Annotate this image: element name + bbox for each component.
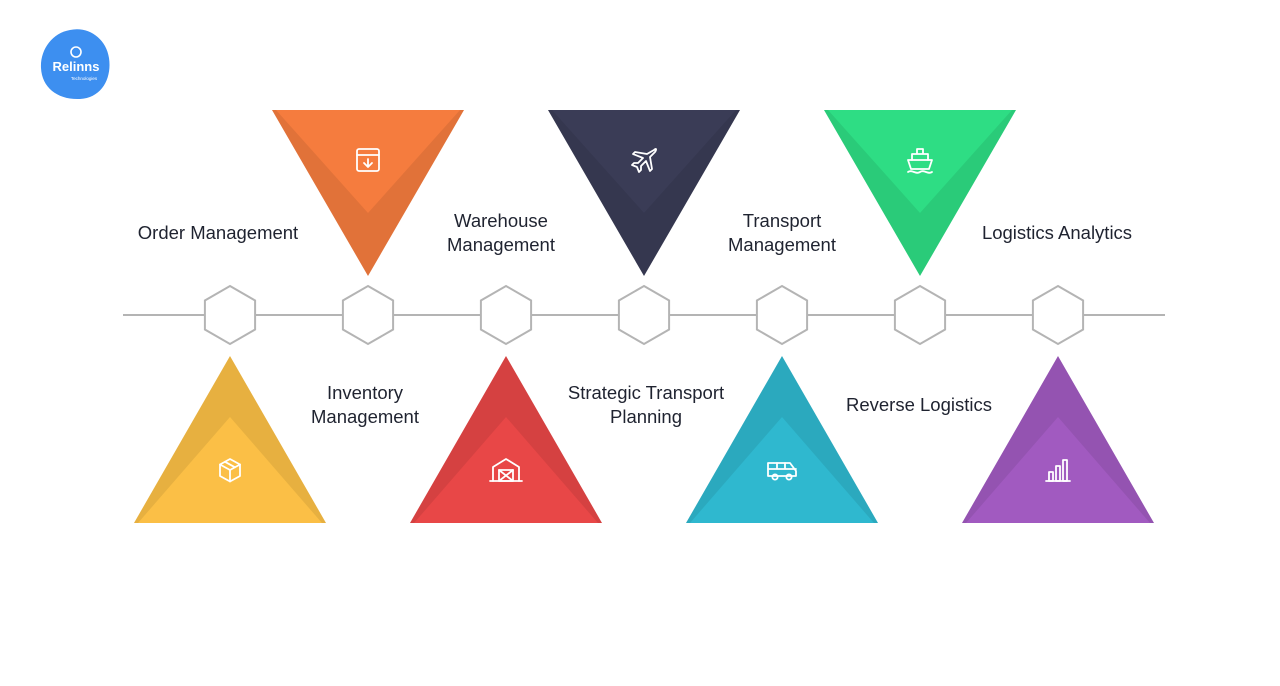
triangle-facet <box>552 110 736 213</box>
triangle-facet <box>966 417 1150 523</box>
node-strategic <box>548 110 740 346</box>
hexagon-node <box>479 284 533 346</box>
node-analytics <box>962 284 1154 523</box>
warehouse-icon <box>489 458 523 482</box>
triangle-facet <box>828 110 1012 213</box>
hexagon-node <box>755 284 809 346</box>
node-label-line: Inventory <box>326 382 404 403</box>
node-label-line: Order Management <box>137 222 299 243</box>
node-inventory <box>272 110 464 346</box>
triangle-facet <box>690 417 874 523</box>
hexagon-node <box>203 284 257 346</box>
node-label-line: Warehouse <box>454 210 548 231</box>
hexagon-node <box>617 284 671 346</box>
node-label-line: Planning <box>609 406 683 427</box>
bar-chart-icon <box>1045 459 1071 482</box>
node-order <box>134 284 326 523</box>
node-label-line: Transport <box>742 210 822 231</box>
ship-icon <box>907 148 933 174</box>
node-label-reverse: Reverse Logistics <box>846 393 992 417</box>
node-label-analytics: Logistics Analytics <box>982 221 1132 245</box>
logo-blob <box>40 29 110 100</box>
package-icon <box>219 458 241 483</box>
node-label-line: Logistics Analytics <box>981 222 1133 243</box>
node-label-line: Management <box>447 234 555 255</box>
logo-subtext: Technologies <box>71 76 98 81</box>
node-label-line: Reverse Logistics <box>845 394 993 415</box>
node-label-line: Strategic Transport <box>567 382 725 403</box>
brand-logo: Relinns Technologies <box>40 28 112 100</box>
node-transport <box>686 284 878 523</box>
node-label-line: Management <box>311 406 419 427</box>
hexagon-node <box>893 284 947 346</box>
node-warehouse <box>410 284 602 523</box>
logo-bulb-icon <box>70 46 82 58</box>
inbox-download-icon <box>356 148 380 172</box>
node-label-line: Management <box>728 234 836 255</box>
hexagon-node <box>341 284 395 346</box>
node-reverse <box>824 110 1016 346</box>
logo-text: Relinns <box>53 59 100 74</box>
van-icon <box>767 462 797 481</box>
node-label-order: Order Management <box>138 221 298 245</box>
airplane-icon <box>631 148 657 173</box>
hexagon-node <box>1031 284 1085 346</box>
